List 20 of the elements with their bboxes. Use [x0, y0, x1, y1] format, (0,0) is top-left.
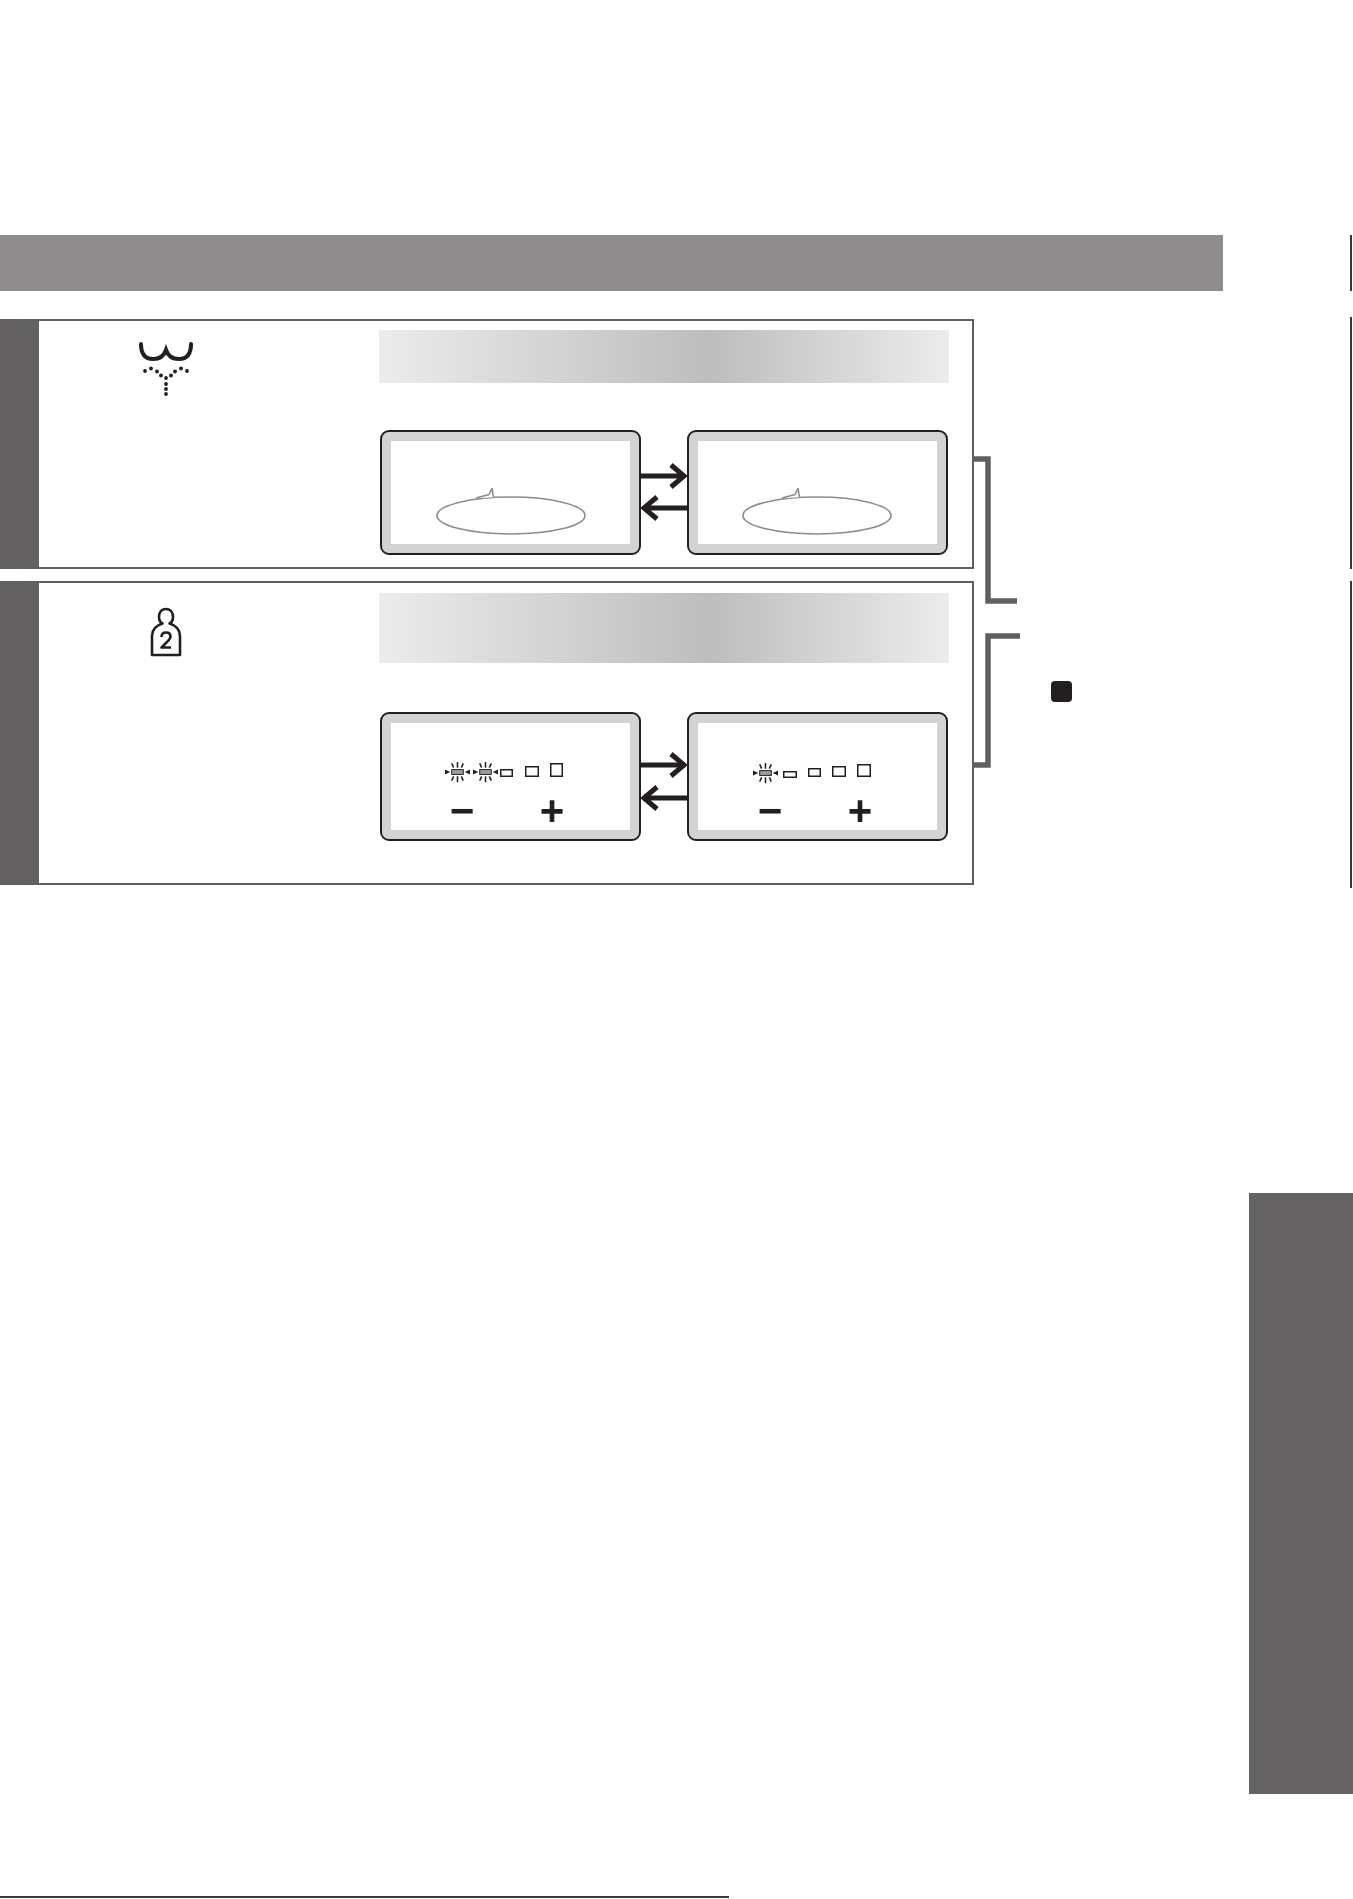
- step-panel: [0, 319, 974, 569]
- heading-band: [379, 593, 949, 663]
- step-panel: [0, 581, 974, 885]
- display-screen: [380, 712, 641, 841]
- heading-band: [379, 330, 949, 383]
- arrow: [641, 752, 688, 778]
- minus-sign: −: [448, 787, 476, 835]
- arrow: [640, 495, 687, 521]
- arrow: [640, 785, 687, 811]
- display-screen: [380, 430, 641, 555]
- arrow: [641, 463, 688, 489]
- display-screen: [687, 712, 948, 841]
- plus-sign: +: [846, 787, 874, 835]
- plus-sign: +: [538, 787, 566, 835]
- speech-bubble: [742, 487, 892, 535]
- speech-bubble: [436, 487, 586, 535]
- side-tab: [1249, 1193, 1353, 1794]
- display-screen: [687, 430, 948, 555]
- header-bar: [0, 235, 1223, 291]
- minus-sign: −: [756, 787, 784, 835]
